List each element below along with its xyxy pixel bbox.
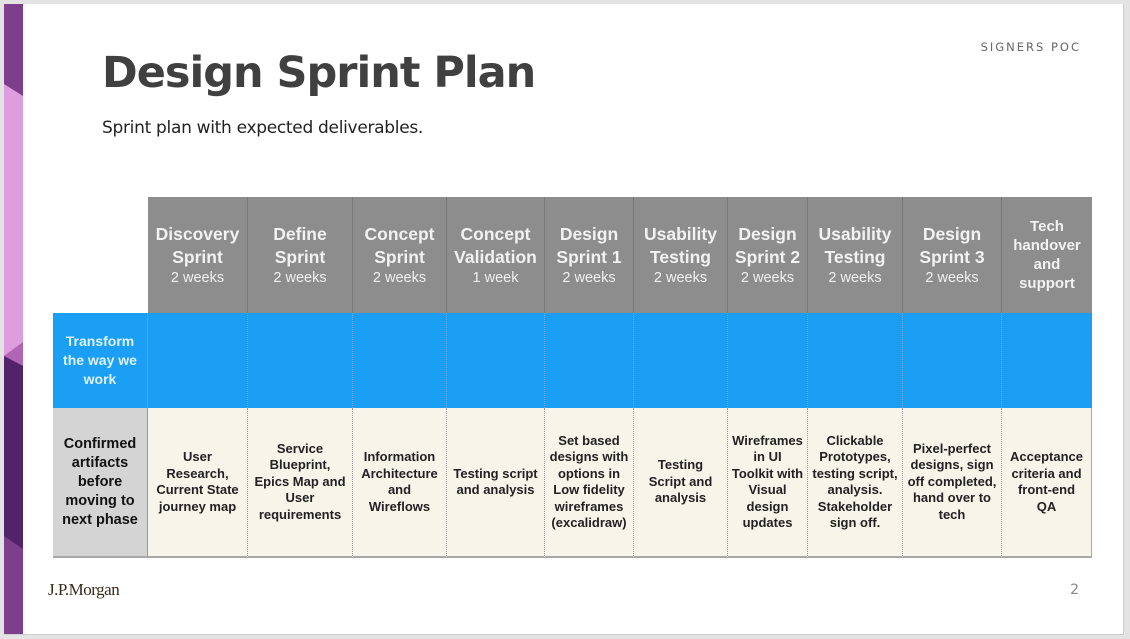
goal-cell [634, 313, 728, 408]
slide: SIGNERS POC Design Sprint Plan Sprint pl… [4, 4, 1124, 635]
artifact-cell: Information Architecture and Wireflows [353, 408, 447, 558]
artifact-cell: Pixel-perfect designs, sign off complete… [903, 408, 1002, 558]
artifact-cell: Testing script and analysis [447, 408, 545, 558]
artifact-cell: Wireframes in UI Toolkit with Visual des… [728, 408, 808, 558]
goal-row-label: Transform the way we work [53, 313, 148, 408]
artifact-cell: Clickable Prototypes, testing script, an… [808, 408, 903, 558]
artifact-cell: User Research, Current State journey map [148, 408, 248, 558]
artifact-cell: Service Blueprint, Epics Map and User re… [248, 408, 353, 558]
page-number: 2 [1070, 582, 1079, 598]
page-subtitle: Sprint plan with expected deliverables. [102, 118, 424, 138]
goal-cell [808, 313, 903, 408]
goal-cell [545, 313, 634, 408]
goal-cell [447, 313, 545, 408]
goal-cell [353, 313, 447, 408]
goal-cell [248, 313, 353, 408]
goal-cell [903, 313, 1002, 408]
deck-tag: SIGNERS POC [980, 40, 1081, 54]
goal-cell [1002, 313, 1092, 408]
decorative-side-stripe [4, 4, 23, 634]
phase-header: Tech handover and support [1002, 197, 1092, 313]
company-logo: J.P.Morgan [48, 580, 120, 599]
goal-cell [148, 313, 248, 408]
goal-cell [728, 313, 808, 408]
artifact-cell: Testing Script and analysis [634, 408, 728, 558]
artifact-cell: Set based designs with options in Low fi… [545, 408, 634, 558]
page-title: Design Sprint Plan [102, 48, 536, 98]
artifacts-row-label: Confirmed artifacts before moving to nex… [53, 408, 148, 558]
artifact-cell: Acceptance criteria and front-end QA [1002, 408, 1092, 558]
